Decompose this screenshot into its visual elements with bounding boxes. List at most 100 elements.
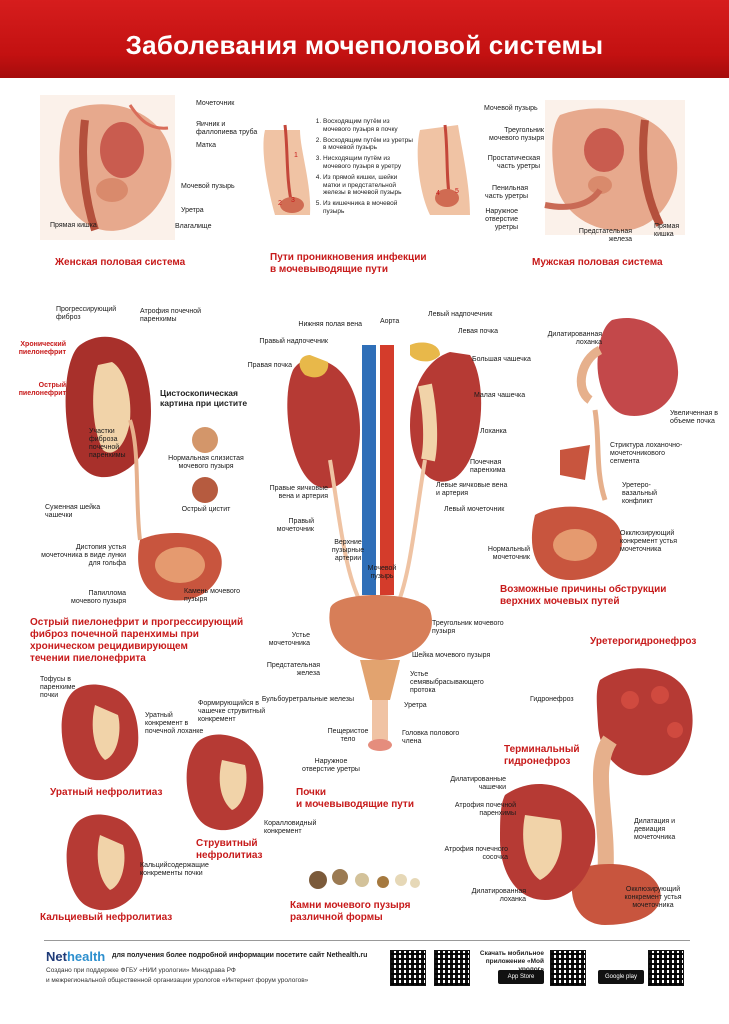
bladder-stones-illustration — [309, 869, 420, 889]
kidney-label-left-ureter: Левый мочеточник — [444, 506, 505, 513]
nethealth-logo: Nethealth — [46, 949, 105, 964]
urate-caption: Уратный нефролитиаз — [50, 787, 163, 798]
pyelo-chronic-label: Хронический пиелонефрит — [18, 341, 66, 356]
obstruction-label-stricture: Стриктура лоханочно-мочеточникового сегм… — [610, 442, 683, 465]
calcium-caption: Кальциевый нефролитиаз — [40, 912, 173, 923]
calcium-kidney-illustration — [66, 814, 144, 911]
kidney-label-ivc: Нижняя полая вена — [298, 321, 362, 328]
kidney-label-right-testicular: Правые яичковые вена и артерия — [269, 485, 328, 500]
infection-caption-line1: Пути проникновения инфекции — [270, 252, 427, 263]
infection-route-item: Восходящим путём из уретры в мочевой пуз… — [323, 137, 416, 153]
hydro-label-atrophy-parenchyma: Атрофия почечной паренхимы — [454, 802, 516, 817]
male-label-penile-urethra: Пенильная часть уретры — [485, 185, 528, 200]
hydro-label-dilated-pelvis: Дилатированная лоханка — [471, 888, 526, 903]
infection-route-item: Восходящим путём из мочевого пузыря в по… — [323, 118, 416, 134]
male-label-bladder: Мочевой пузырь — [484, 105, 538, 112]
pyelo-caption-line1: Острый пиелонефрит и прогрессирующий — [30, 617, 244, 628]
kidneys-caption-line2: и мочевыводящие пути — [296, 799, 414, 810]
male-caption: Мужская половая система — [532, 257, 663, 268]
female-caption: Женская половая система — [55, 257, 186, 268]
hydro-label-dilated-calyces: Дилатированные чашечки — [450, 776, 506, 791]
infection-route-item: Нисходящим путём из мочевого пузыря в ур… — [323, 155, 416, 171]
kidney-label-bladder-neck: Шейка мочевого пузыря — [412, 652, 491, 659]
qr-code[interactable] — [434, 950, 470, 986]
pyelo-acute-label: Острый пиелонефрит — [18, 382, 66, 397]
obstruction-illustration — [531, 318, 679, 580]
banner-stripe — [0, 78, 729, 81]
qr-code[interactable] — [390, 950, 426, 986]
kidney-label-urethra: Уретра — [404, 702, 427, 709]
kidney-label-cavernous: Пещеристое тело — [327, 728, 369, 743]
route-number: 2 — [278, 200, 282, 207]
kidney-label-vesical-arteries: Верхние пузырные артерии — [331, 539, 365, 562]
cystoscopy-title: Цистоскопическая картина при цистите — [160, 388, 248, 408]
pyelo-caption-line2: фиброз почечной паренхимы при — [30, 629, 199, 640]
struvite-caption-line1: Струвитный — [196, 838, 258, 849]
kidney-label-trigone: Треугольник мочевого пузыря — [432, 620, 504, 635]
kidney-label-parenchyma: Почечная паренхима — [470, 459, 506, 474]
app-download-line1: Скачать мобильное — [479, 950, 544, 957]
pyelo-label-papilloma: Папиллома мочевого пузыря — [71, 590, 126, 605]
female-label-uterus: Матка — [196, 142, 216, 149]
urinary-system-illustration — [287, 342, 482, 751]
hydro-title: Уретерогидронефроз — [590, 636, 697, 647]
kidney-label-pelvis: Лоханка — [480, 428, 507, 435]
cystoscopy-normal-disc — [192, 427, 218, 453]
cystoscopy-acute-label: Острый цистит — [181, 506, 231, 513]
kidney-label-minor-calyx: Малая чашечка — [474, 392, 526, 399]
male-label-prostatic-urethra: Простатическая часть уретры — [487, 155, 540, 170]
kidney-label-prostate: Предстательная железа — [266, 662, 320, 677]
kidney-label-right-adrenal: Правый надпочечник — [259, 338, 328, 345]
appstore-badge[interactable]: App Store — [498, 970, 544, 984]
infection-routes-list: Восходящим путём из мочевого пузыря в по… — [312, 118, 416, 219]
urate-kidney-illustration — [61, 684, 139, 781]
kidneys-caption-line1: Почки — [296, 787, 327, 798]
footer-divider — [44, 940, 690, 941]
kidney-label-left-testicular: Левые яичковые вена и артерия — [436, 482, 508, 497]
obstruction-label-conflict: Уретеро-вазальный конфликт — [622, 482, 658, 505]
pyelo-caption-line3: хроническом рецидивирующем — [30, 641, 188, 652]
kidney-label-aorta: Аорта — [380, 318, 400, 325]
logo-part-health: health — [66, 949, 106, 964]
stones-caption-line2: различной формы — [290, 912, 383, 923]
male-label-meatus: Наружное отверстие уретры — [485, 208, 518, 231]
qr-code[interactable] — [648, 950, 684, 986]
footer-credit-line1: Создано при поддержке ФГБУ «НИИ урологии… — [46, 967, 236, 974]
pyelo-label-dystopia: Дистопия устья мочеточника в виде лунки … — [41, 544, 126, 567]
struvite-label-forming: Формирующийся в чашечке струвитный конкр… — [198, 700, 266, 723]
obstruction-label-enlarged-kidney: Увеличенная в объеме почка — [670, 410, 718, 425]
obstruction-caption-line2: верхних мочевых путей — [500, 596, 620, 607]
googleplay-badge[interactable]: Google play — [598, 970, 644, 984]
calcium-label-stones: Кальцийсодержащие конкременты почки — [140, 862, 209, 877]
female-label-vagina: Влагалище — [175, 223, 212, 230]
struvite-label-staghorn: Коралловидный конкремент — [264, 820, 317, 835]
hydro-label-atrophy-papilla: Атрофия почечного сосочка — [444, 846, 508, 861]
pyelo-label-fibrosis-areas: Участки фиброза почечной паренхимы — [89, 428, 126, 459]
cystoscopy-normal-label: Нормальная слизистая мочевого пузыря — [168, 455, 244, 470]
infection-route-item: Из прямой кишки, шейки матки и предстате… — [323, 174, 416, 197]
pyelo-label-narrow-neck: Суженная шейка чашечки — [45, 504, 101, 519]
obstruction-label-dilated-pelvis: Дилатированная лоханка — [547, 331, 602, 346]
app-download-line2: приложение «Мой уролог» — [485, 958, 544, 973]
hydro-label-ureter-dilation: Дилатация и девиация мочеточника — [634, 818, 676, 841]
hydro-terminal-line2: гидронефроз — [504, 756, 571, 767]
app-download-text: Скачать мобильное приложение «Мой уролог… — [478, 950, 544, 974]
infection-caption-line2: в мочевыводящие пути — [270, 264, 388, 275]
qr-code[interactable] — [550, 950, 586, 986]
kidney-label-right-kidney: Правая почка — [247, 362, 292, 369]
hydronephrosis-illustration — [500, 668, 693, 925]
obstruction-caption-line1: Возможные причины обструкции — [500, 584, 667, 595]
pyelo-caption-line4: течении пиелонефрита — [30, 653, 146, 664]
infection-routes-illustration — [263, 124, 470, 215]
urate-label-stone: Уратный конкремент в почечной лоханке — [145, 712, 204, 735]
hydro-label-occlusive-stone: Окклюзирующий конкремент устья мочеточни… — [624, 886, 682, 909]
kidney-label-ejaculatory: Устье семявыбрасывающего протока — [410, 671, 484, 694]
male-pelvis-illustration — [544, 100, 685, 235]
route-number: 1 — [294, 152, 298, 159]
kidney-label-left-adrenal: Левый надпочечник — [428, 311, 493, 318]
stones-caption-line1: Камни мочевого пузыря — [290, 900, 411, 911]
male-label-rectum: Прямая кишка — [654, 223, 680, 238]
female-label-ureter: Мочеточник — [196, 100, 235, 107]
logo-part-net: Net — [46, 949, 67, 964]
